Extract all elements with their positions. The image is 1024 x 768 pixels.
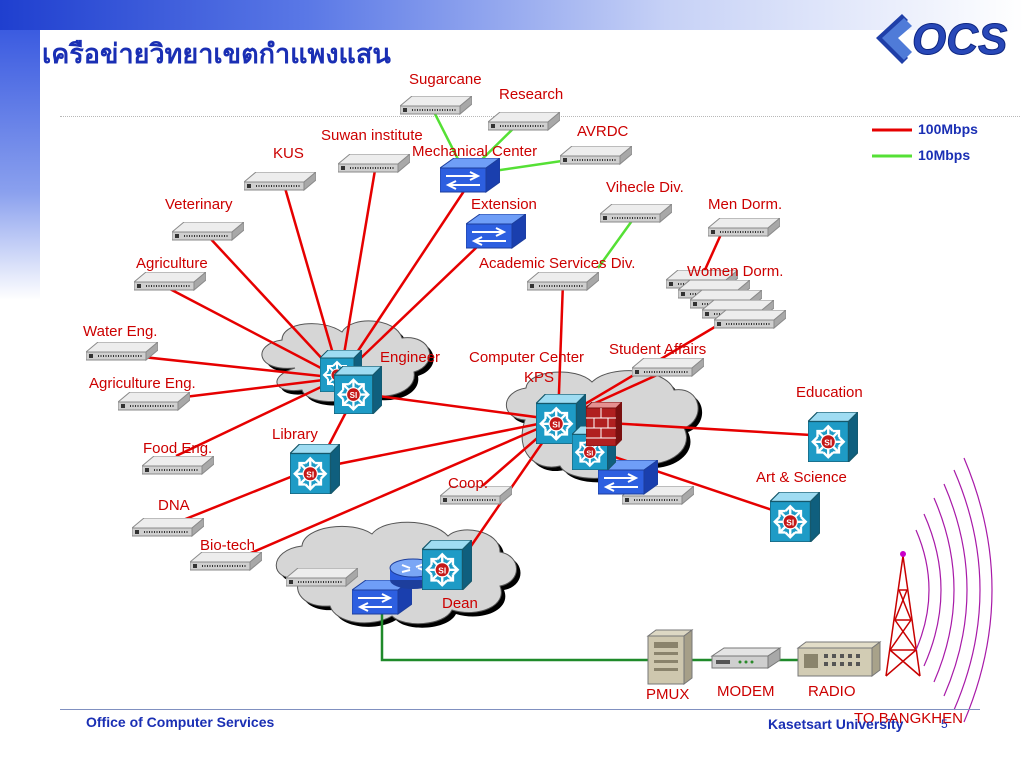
legend-label-100mbps: 100Mbps (918, 121, 978, 137)
radio-waves-icon (915, 457, 993, 723)
switch-extension (466, 214, 526, 249)
label-pmux: PMUX (646, 686, 689, 703)
firewall-computer-center (586, 402, 622, 446)
label-radio: RADIO (808, 683, 856, 700)
label-art-science: Art & Science (756, 469, 847, 486)
switch-dna (132, 518, 204, 537)
label-modem: MODEM (717, 683, 775, 700)
tower-tip (900, 551, 906, 557)
label-student-affairs: Student Affairs (609, 341, 706, 358)
pmux-device (646, 629, 694, 685)
switch-biotech (190, 552, 262, 571)
switch-mechanical-center (440, 158, 500, 193)
label-women-dorm: Women Dorm. (687, 263, 783, 280)
switch-agriculture (134, 272, 206, 291)
legend: 100Mbps 10Mbps (872, 121, 978, 163)
footer-university: Kasetsart University (768, 716, 904, 732)
switch-sugarcane (400, 96, 472, 115)
label-academic: Academic Services Div. (479, 255, 635, 272)
switch-dean-lan (286, 568, 358, 587)
switch-women-dorm-5 (714, 310, 786, 329)
label-coop: Coop. (448, 475, 488, 492)
label-agriculture: Agriculture (136, 255, 208, 272)
label-engineer: Engineer (380, 349, 440, 366)
label-education: Education (796, 384, 863, 401)
page-title: เครือข่ายวิทยาเขตกำแพงแสน (42, 39, 391, 70)
l3-switch-art-science (770, 492, 820, 542)
radio-tower-icon (885, 555, 921, 677)
label-research: Research (499, 86, 563, 103)
label-dna: DNA (158, 497, 190, 514)
ocs-logo: OCS (876, 14, 1008, 65)
label-to-bangkhen: TO BANGKHEN (854, 710, 963, 727)
label-sugarcane: Sugarcane (409, 71, 482, 88)
label-mechanical: Mechanical Center (412, 143, 537, 160)
label-food-eng: Food Eng. (143, 440, 212, 457)
label-extension: Extension (471, 196, 537, 213)
label-avrdc: AVRDC (577, 123, 629, 140)
switch-student-affairs (632, 358, 704, 377)
label-kus: KUS (273, 145, 304, 162)
switch-research (488, 112, 560, 131)
switch-vihecle (600, 204, 672, 223)
node-labels: Sugarcane Research AVRDC Suwan institute… (83, 71, 963, 727)
l3-switch-education (808, 412, 858, 462)
switch-agri-eng (118, 392, 190, 411)
page-number: 5 (941, 717, 948, 731)
footer-organization: Office of Computer Services (86, 714, 275, 730)
label-veterinary: Veterinary (165, 196, 233, 213)
label-suwan: Suwan institute (321, 127, 423, 144)
logo-text: OCS (912, 15, 1007, 64)
switch-avrdc (560, 146, 632, 165)
label-biotech: Bio-tech (200, 537, 255, 554)
switch-food-eng (142, 456, 214, 475)
l3-switch-dean (422, 540, 472, 590)
label-kps: KPS (524, 369, 554, 386)
label-computer-center: Computer Center (469, 349, 584, 366)
switch-veterinary (172, 222, 244, 241)
label-water-eng: Water Eng. (83, 323, 157, 340)
switch-men-dorm (708, 218, 780, 237)
footer-divider (60, 709, 980, 710)
radio-device (796, 641, 882, 677)
top-gradient-bar (0, 0, 1024, 30)
label-dean: Dean (442, 595, 478, 612)
label-agri-eng: Agriculture Eng. (89, 375, 196, 392)
modem-device (710, 647, 782, 669)
label-vihecle: Vihecle Div. (606, 179, 684, 196)
switch-academic (527, 272, 599, 291)
label-men-dorm: Men Dorm. (708, 196, 782, 213)
switch-water-eng (86, 342, 158, 361)
left-gradient-bar (0, 30, 40, 300)
switch-kus (244, 172, 316, 191)
switch-suwan (338, 154, 410, 173)
l3-switch-library (290, 444, 340, 494)
legend-label-10mbps: 10Mbps (918, 147, 970, 163)
l3-switch-engineer-b (334, 366, 382, 414)
label-library: Library (272, 426, 318, 443)
